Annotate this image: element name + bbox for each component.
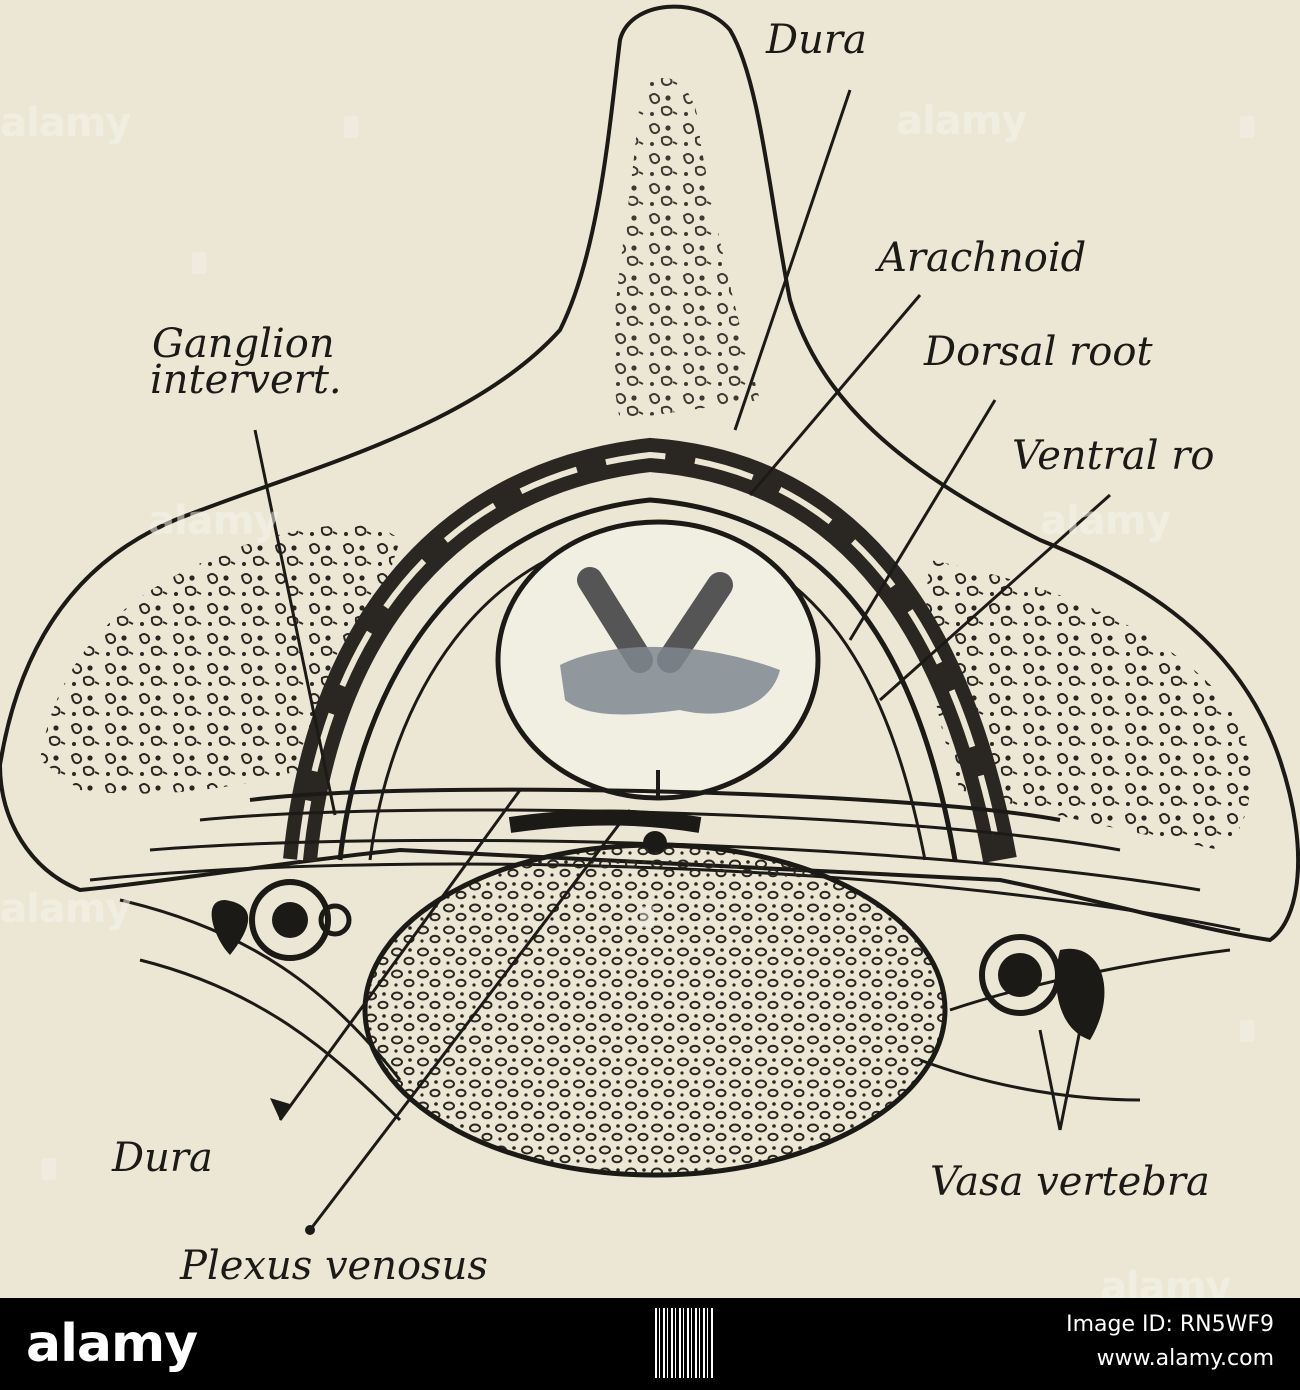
watermark: alamy <box>148 498 279 544</box>
vertebral-body <box>362 842 948 1178</box>
anatomical-diagram: Dura Arachnoid Ganglion intervert. Dorsa… <box>0 4 1300 1310</box>
watermark-mark <box>42 1158 56 1180</box>
watermark-mark <box>1240 116 1254 138</box>
watermark: alamy <box>0 100 131 146</box>
watermark: alamy <box>0 886 131 932</box>
label-ganglion-line2: intervert. <box>150 357 342 403</box>
watermark-mark <box>344 116 358 138</box>
image-id: Image ID: RN5WF9 <box>1066 1312 1274 1337</box>
label-plexus-venosus: Plexus venosus <box>180 1243 488 1289</box>
label-arachnoid: Arachnoid <box>878 235 1087 281</box>
alamy-logo: alamy <box>26 1314 198 1374</box>
site-url: www.alamy.com <box>1096 1346 1274 1371</box>
label-ventral-root: Ventral ro <box>1012 433 1215 479</box>
label-vasa-vertebra: Vasa vertebra <box>930 1159 1210 1205</box>
watermark-mark <box>640 906 654 928</box>
label-ganglion-line1: Ganglion <box>152 321 335 367</box>
watermark-mark <box>192 252 206 274</box>
barcode-icon <box>655 1308 715 1378</box>
label-dura-top: Dura <box>766 17 867 63</box>
spinal-section-drawing <box>0 4 1300 1235</box>
label-dorsal-root: Dorsal root <box>924 329 1153 375</box>
label-dura-bottom: Dura <box>112 1135 213 1181</box>
watermark-mark <box>1240 1020 1254 1042</box>
watermark: alamy <box>1040 498 1171 544</box>
watermark: alamy <box>896 98 1027 144</box>
footer-caption: Image ID: RN5WF9 www.alamy.com <box>1066 1308 1274 1376</box>
stock-footer-bar: alamy Image ID: RN5WF9 www.alamy.com <box>0 1298 1300 1390</box>
